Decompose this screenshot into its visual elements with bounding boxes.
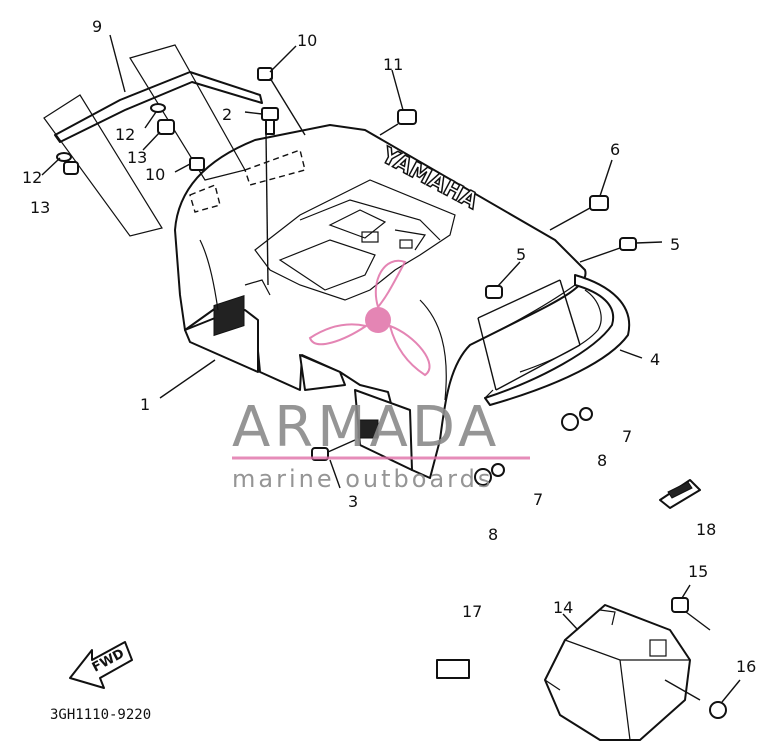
- callout-8-upper: 8: [597, 451, 607, 470]
- clip-part: [659, 479, 701, 509]
- callout-12-upper: 12: [115, 125, 135, 144]
- callout-18: 18: [696, 520, 716, 539]
- callout-7-lower: 7: [533, 490, 543, 509]
- callout-5-lower: 5: [516, 245, 526, 264]
- callout-6: 6: [610, 140, 620, 159]
- lower-cover-part: [544, 604, 701, 741]
- callout-8-lower: 8: [488, 525, 498, 544]
- callout-10-top: 10: [297, 31, 317, 50]
- callout-2: 2: [222, 105, 232, 124]
- callout-3: 3: [348, 492, 358, 511]
- callout-1: 1: [140, 395, 150, 414]
- callout-15: 15: [688, 562, 708, 581]
- callout-12-lower: 12: [22, 168, 42, 187]
- watermark-subtitle: marine outboards: [232, 465, 493, 493]
- callout-7-upper: 7: [622, 427, 632, 446]
- diagram-code: 3GH1110-9220: [50, 707, 151, 723]
- leader-lines: [41, 34, 741, 703]
- callout-4: 4: [650, 350, 660, 369]
- callout-11: 11: [383, 55, 403, 74]
- rear-fender-part: YAMAHA: [174, 124, 587, 479]
- callout-5-upper: 5: [670, 235, 680, 254]
- callout-13-lower: 13: [30, 198, 50, 217]
- side-panel-part: [477, 274, 631, 406]
- callout-17: 17: [462, 602, 482, 621]
- trim-rail-part: [43, 44, 263, 237]
- callout-labels: 1 2 3 4 5 5 6 7 7 8 8 9 10 10 11 12 12 1…: [22, 17, 756, 676]
- watermark-propeller-logo: [308, 259, 431, 377]
- callout-10-left: 10: [145, 165, 165, 184]
- watermark: ARMADA marine outboards: [232, 395, 530, 493]
- callout-13-upper: 13: [127, 148, 147, 167]
- callout-14: 14: [553, 598, 573, 617]
- pad-part: [436, 659, 470, 679]
- callout-9: 9: [92, 17, 102, 36]
- forward-direction-arrow: FWD: [69, 641, 133, 689]
- callout-16: 16: [736, 657, 756, 676]
- watermark-title: ARMADA: [232, 395, 500, 460]
